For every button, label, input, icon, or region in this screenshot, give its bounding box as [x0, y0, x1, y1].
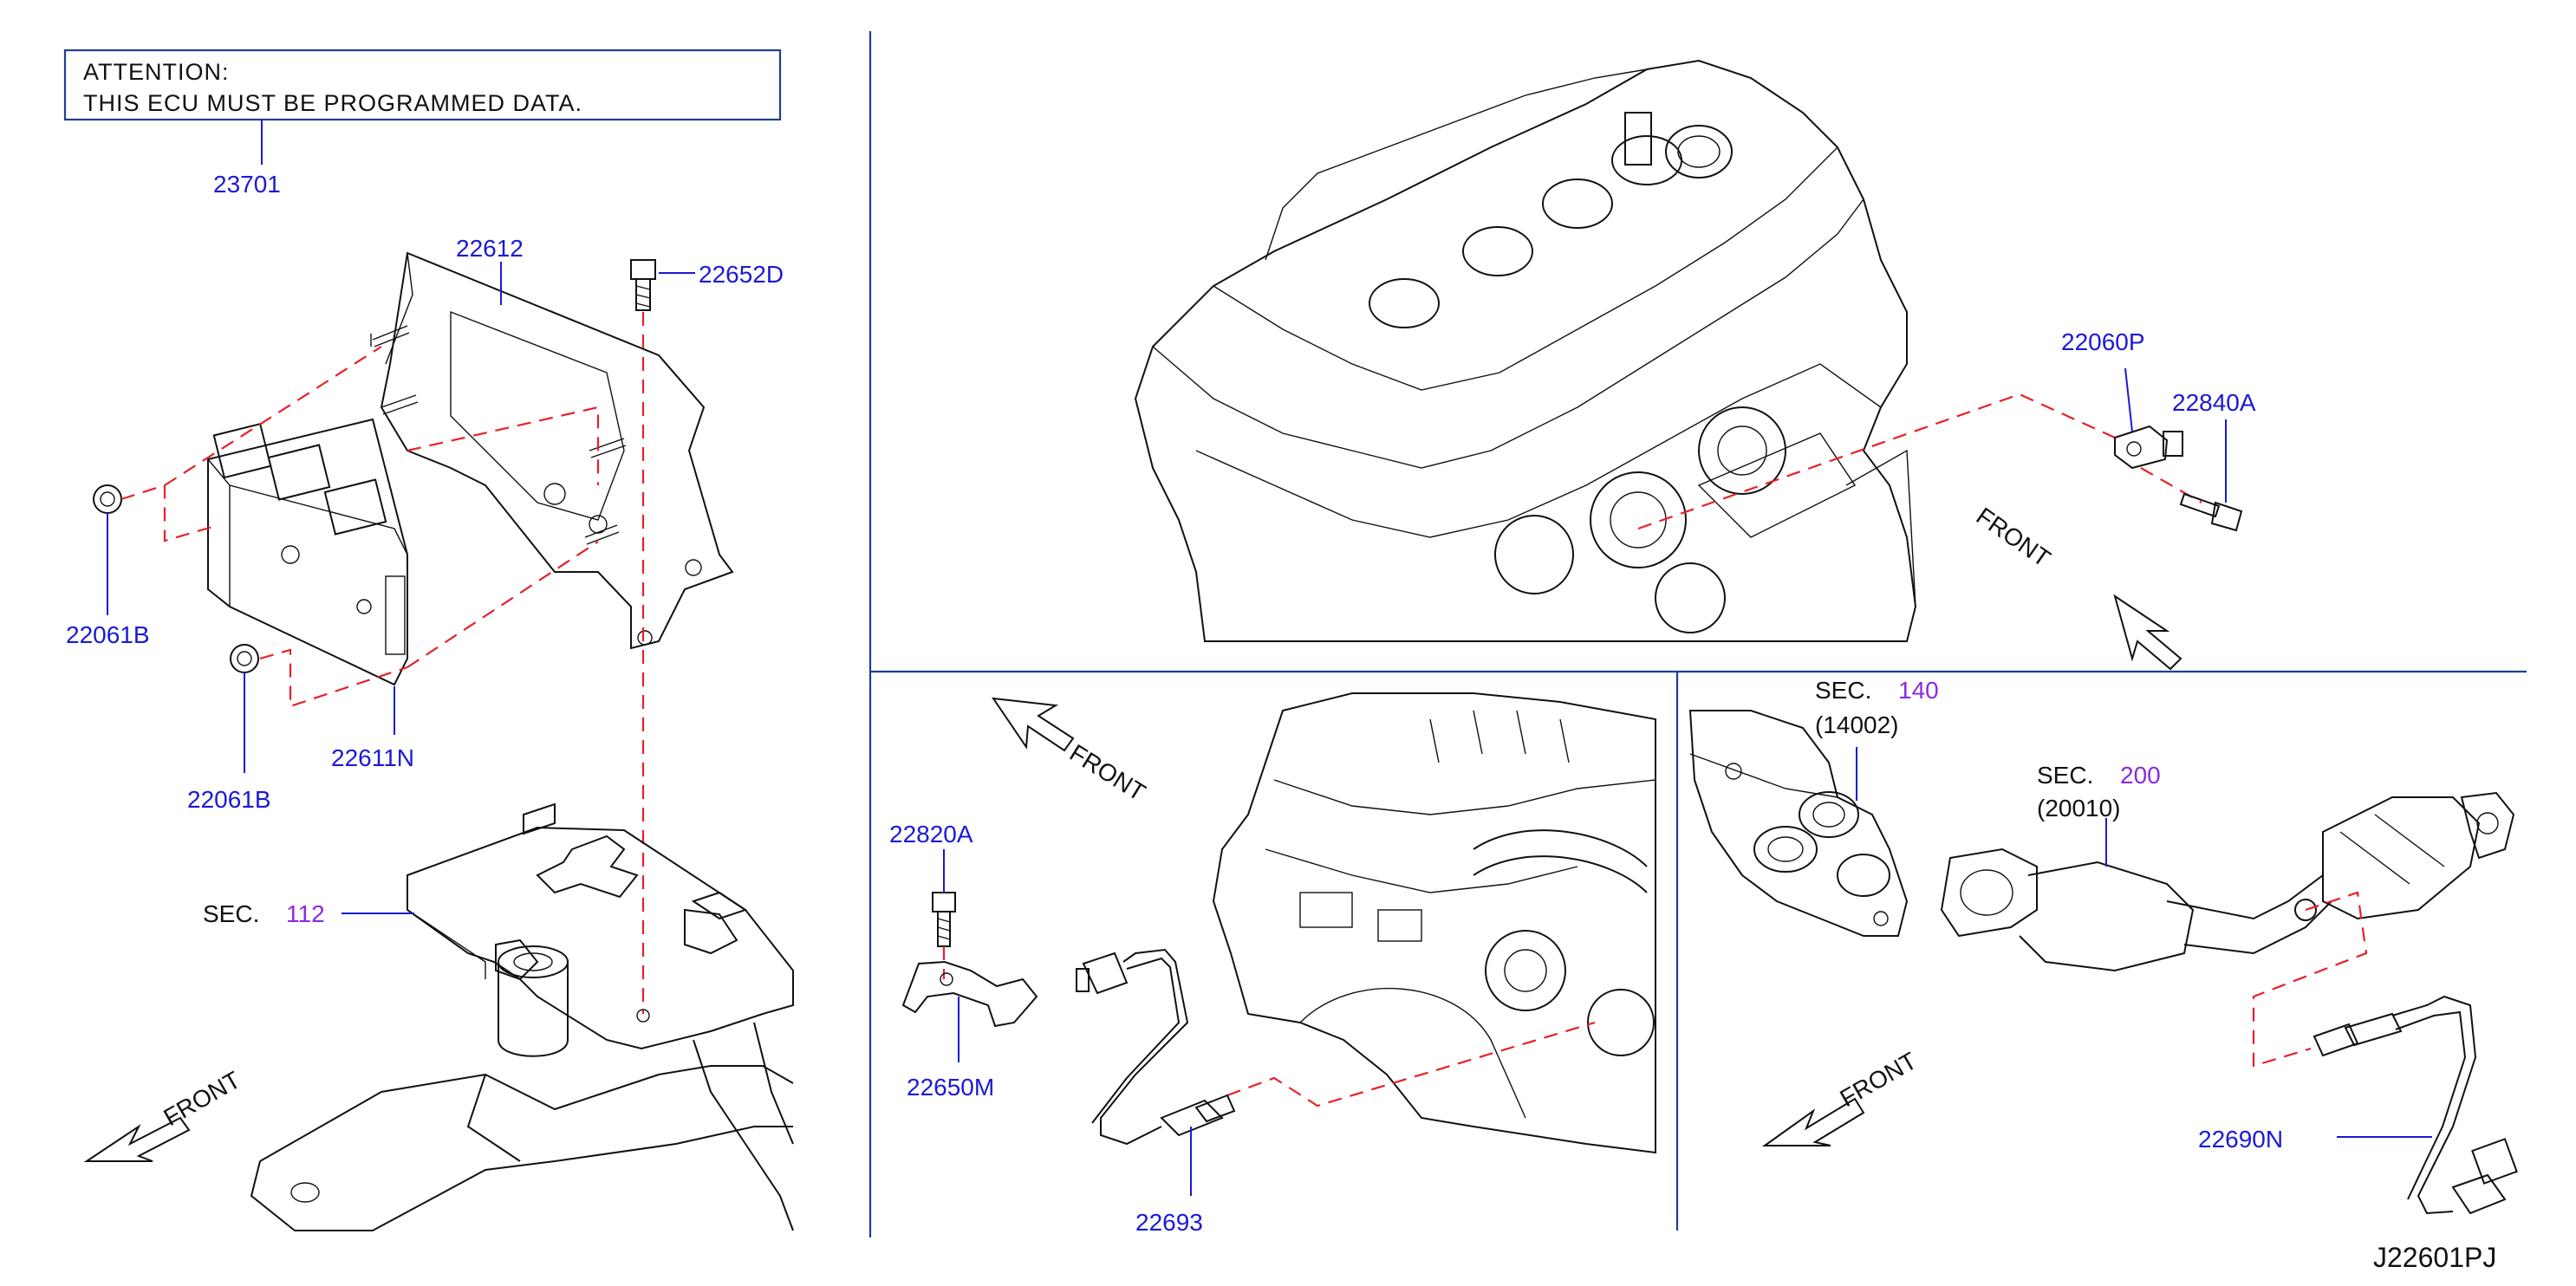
front-label-top-right: FRONT [1972, 503, 2056, 573]
nut-22061B-upper: 22061B [66, 484, 150, 648]
diagram-id: J22601PJ [2373, 1242, 2496, 1273]
ecu-guide-lines [120, 312, 645, 1014]
attention-note: ATTENTION: THIS ECU MUST BE PROGRAMMED D… [63, 49, 782, 198]
part-number-22840A[interactable]: 22840A [2172, 389, 2256, 416]
engine-front-view [1212, 692, 1656, 1154]
section-number-200[interactable]: 200 [2120, 762, 2161, 789]
o2-sensor-rear-guide-line [2252, 891, 2368, 1068]
part-number-22820A[interactable]: 22820A [889, 821, 973, 848]
part-number-22061B-upper[interactable]: 22061B [66, 621, 150, 648]
section-sub-20010: (20010) [2037, 795, 2121, 822]
part-number-22611N[interactable]: 22611N [331, 744, 414, 771]
section-sub-14002: (14002) [1815, 711, 1899, 738]
part-number-22690N[interactable]: 22690N [2198, 1126, 2283, 1153]
front-arrow-bottom-left: FRONT [83, 1066, 245, 1162]
body-bracket-sec112 [250, 802, 794, 1231]
part-number-22060P[interactable]: 22060P [2061, 328, 2145, 355]
catalytic-converter-sec200 [1940, 791, 2515, 972]
section-number-112[interactable]: 112 [286, 900, 325, 927]
part-number-22693[interactable]: 22693 [1135, 1209, 1203, 1236]
part-number-22652D[interactable]: 22652D [699, 261, 784, 288]
sec-label-140: SEC. [1815, 677, 1871, 704]
front-label-bottom-middle: FRONT [1065, 739, 1150, 806]
part-number-22612[interactable]: 22612 [456, 235, 524, 262]
bolt-22820A: 22820A [889, 821, 973, 947]
bracket-22650M: 22650M [901, 960, 1038, 1101]
bolt-22652D: 22652D [630, 259, 784, 311]
o2-sensor-22693: 22693 [1076, 948, 1236, 1236]
part-number-23701[interactable]: 23701 [213, 171, 281, 198]
section-number-140[interactable]: 140 [1898, 677, 1939, 704]
front-label-bottom-left: FRONT [159, 1066, 245, 1131]
part-number-22650M[interactable]: 22650M [907, 1074, 994, 1101]
front-label-bottom-right: FRONT [1836, 1047, 1922, 1112]
part-number-22061B-lower[interactable]: 22061B [187, 786, 271, 813]
attention-text: THIS ECU MUST BE PROGRAMMED DATA. [83, 90, 582, 116]
o2-sensor-front-guide-line [1226, 1021, 1596, 1107]
sec-label-112: SEC. [203, 900, 259, 927]
engine-top-view [1134, 59, 1917, 642]
nut-22061B-lower: 22061B [187, 644, 271, 813]
ecu-bracket: 22612 [370, 235, 734, 650]
attention-title: ATTENTION: [83, 59, 230, 85]
front-arrow-bottom-middle: FRONT [991, 697, 1150, 806]
front-arrow-top-right: FRONT [1972, 503, 2182, 671]
o2-sensor-22690N: 22690N [2198, 995, 2518, 1215]
exhaust-manifold-sec140 [1688, 710, 1909, 937]
front-arrow-bottom-right: FRONT [1761, 1047, 1922, 1146]
bolt-22840A: 22840A [2172, 389, 2256, 532]
sec-label-200: SEC. [2037, 762, 2093, 789]
knock-sensor-22060P: 22060P [2061, 328, 2183, 470]
ecu-unit [207, 418, 408, 686]
